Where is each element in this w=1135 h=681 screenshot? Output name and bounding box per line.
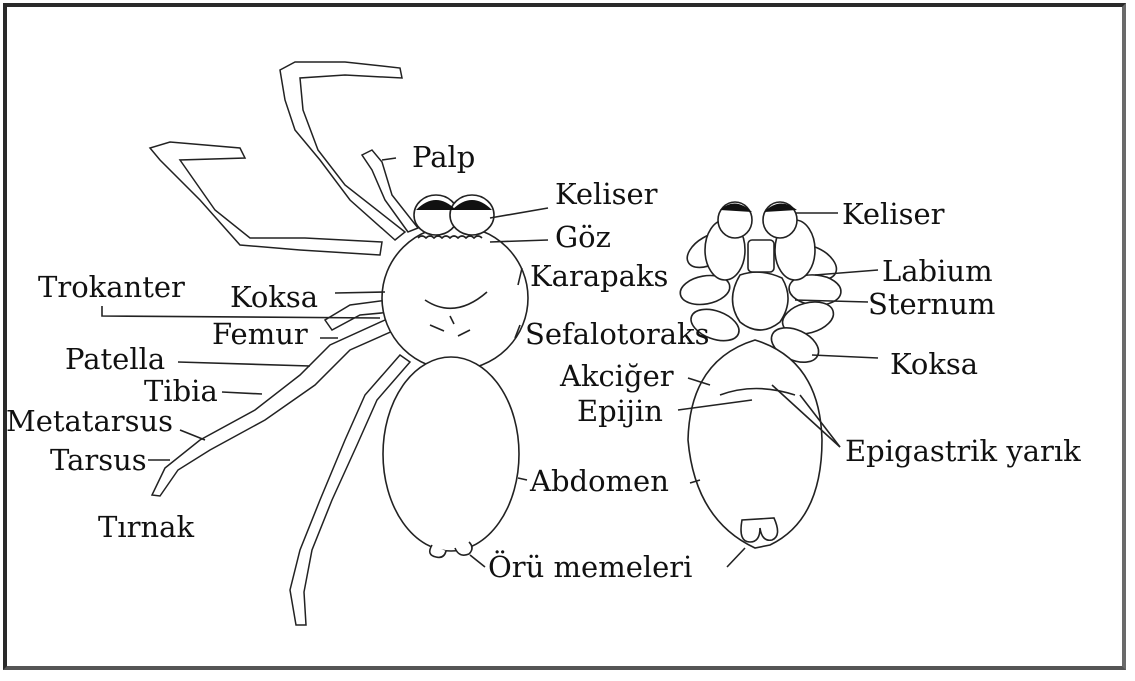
label-oru-memeleri: Örü memeleri: [488, 553, 692, 582]
label-goz: Göz: [555, 223, 611, 252]
label-femur: Femur: [212, 320, 308, 349]
label-palp: Palp: [412, 143, 475, 172]
label-labium: Labium: [882, 257, 993, 286]
abdomen-ventral: [688, 340, 822, 548]
label-metatarsus: Metatarsus: [6, 407, 173, 436]
label-tarsus: Tarsus: [50, 446, 147, 475]
abdomen-dorsal: [383, 357, 519, 551]
label-patella: Patella: [65, 345, 165, 374]
label-sternum: Sternum: [868, 290, 995, 319]
cephalothorax: [382, 226, 528, 370]
label-keliser-right: Keliser: [842, 200, 945, 229]
label-epigastrik-yarik: Epigastrik yarık: [845, 437, 1081, 466]
sternum-shape: [733, 272, 789, 330]
labium-shape: [748, 240, 774, 272]
label-koksa-left: Koksa: [230, 283, 318, 312]
label-keliser-left: Keliser: [555, 180, 658, 209]
label-akciger: Akciğer: [560, 362, 674, 391]
label-tirnak: Tırnak: [98, 513, 194, 542]
label-trokanter: Trokanter: [38, 273, 185, 302]
label-epijin: Epijin: [577, 397, 663, 426]
label-karapaks: Karapaks: [530, 262, 668, 291]
label-tibia: Tibia: [144, 377, 218, 406]
label-abdomen: Abdomen: [530, 467, 669, 496]
ventral-spider: [678, 202, 842, 548]
label-sefalotoraks: Sefalotoraks: [525, 320, 710, 349]
label-koksa-right: Koksa: [890, 350, 978, 379]
